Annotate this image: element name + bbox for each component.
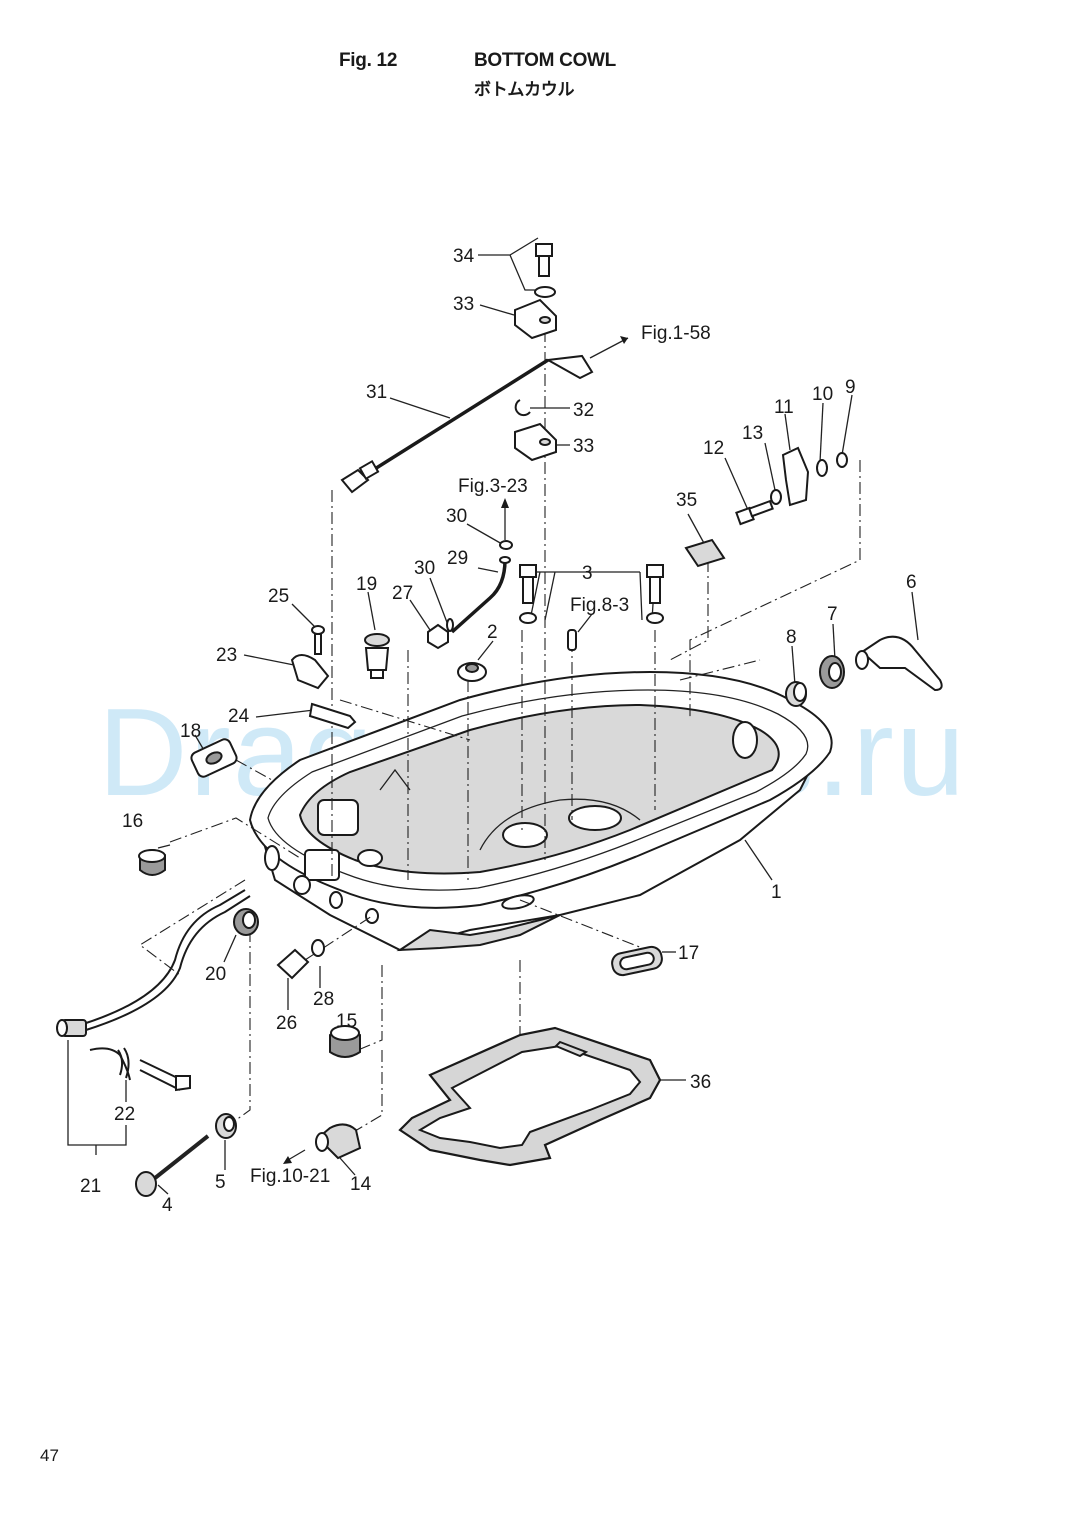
callout-34: 34: [453, 246, 475, 267]
page-title: BOTTOM COWL: [474, 50, 616, 71]
callout-10: 10: [812, 384, 833, 405]
grommet-5: [215, 1113, 237, 1139]
callout-14: 14: [350, 1174, 372, 1195]
callout-21: 21: [80, 1176, 101, 1197]
page-title-japanese: ボトムカウル: [474, 80, 575, 100]
handle-6: [860, 635, 943, 692]
plate-24: [308, 702, 357, 730]
washer-9: [836, 452, 848, 468]
hose-end: [499, 556, 511, 564]
callout-4: 4: [162, 1195, 173, 1216]
pin-4: [135, 1134, 210, 1197]
callout-15: 15: [336, 1011, 357, 1032]
callout-12: 12: [703, 438, 724, 459]
callout-5: 5: [215, 1172, 226, 1193]
callout-7: 7: [827, 604, 838, 625]
clip-30-lower: [446, 618, 454, 632]
clamp-33-lower: [514, 422, 557, 462]
bolt-12: [735, 499, 774, 526]
callout-1: 1: [771, 882, 782, 903]
ref-fig-10-21: Fig.10-21: [250, 1166, 330, 1187]
circlip-32: [514, 399, 531, 417]
callout-30-lower: 30: [414, 558, 435, 579]
clamp-33-upper: [514, 298, 557, 340]
assembly-lines: [139, 330, 861, 1141]
screw-25: [311, 625, 325, 655]
bolt-34: [534, 243, 556, 298]
callout-20: 20: [205, 964, 226, 985]
gasket-36: [398, 1026, 662, 1167]
grommet-20: [233, 908, 259, 936]
ref-fig-3-23: Fig.3-23: [458, 476, 528, 497]
cap-15: [329, 1025, 361, 1058]
rod-31: [340, 354, 594, 494]
page-number: 47: [40, 1446, 59, 1465]
callout-24: 24: [228, 706, 250, 727]
callout-labels: 34 33 31 32 33 Fig.1-58 Fig.3-23 30 29 3…: [80, 246, 917, 1216]
callout-33-upper: 33: [453, 294, 474, 315]
clip-30-upper: [499, 540, 513, 550]
callout-36: 36: [690, 1072, 711, 1093]
washer-10: [816, 459, 828, 477]
collar-8: [785, 681, 807, 707]
callout-2: 2: [487, 622, 498, 643]
callout-30-upper: 30: [446, 506, 467, 527]
washer-28: [311, 939, 325, 957]
cap-16: [138, 849, 166, 876]
ref-fig-1-58: Fig.1-58: [641, 323, 711, 344]
clamp-23: [290, 654, 330, 690]
callout-23: 23: [216, 645, 237, 666]
callout-9: 9: [845, 377, 856, 398]
dowel-pin: [567, 629, 577, 651]
fitting-26: [276, 948, 310, 980]
washer-13: [770, 489, 782, 505]
hose-29: [450, 559, 507, 634]
callout-6: 6: [906, 572, 917, 593]
callout-25: 25: [268, 586, 289, 607]
grommet-14: [315, 1123, 362, 1160]
handle-shaft: [855, 650, 869, 670]
bolt-3-right: [646, 564, 664, 624]
callout-27: 27: [392, 583, 413, 604]
grommet-17: [611, 945, 663, 977]
leader-lines: [67, 237, 919, 1195]
grommet-19: [364, 633, 390, 679]
lanyard-22: [89, 1047, 191, 1092]
callout-16: 16: [122, 811, 143, 832]
grommet-18: [190, 738, 238, 778]
grommet-2: [457, 662, 487, 682]
figure-number: Fig. 12: [339, 50, 398, 71]
callout-19: 19: [356, 574, 377, 595]
callout-31: 31: [366, 382, 387, 403]
callout-26: 26: [276, 1013, 297, 1034]
callout-3: 3: [582, 563, 593, 584]
callout-35: 35: [676, 490, 697, 511]
callout-17: 17: [678, 943, 699, 964]
stop-switch-21: [56, 889, 251, 1037]
callout-28: 28: [313, 989, 334, 1010]
callout-29: 29: [447, 548, 468, 569]
callout-32: 32: [573, 400, 594, 421]
callout-11: 11: [774, 397, 794, 418]
bottom-cowl-body: [248, 670, 833, 952]
lever-11: [781, 446, 810, 507]
bolt-3-left: [519, 564, 537, 624]
callout-13: 13: [742, 423, 763, 444]
callout-8: 8: [786, 627, 797, 648]
bushing-7: [819, 655, 845, 689]
callout-22: 22: [114, 1104, 135, 1125]
label-35: [684, 538, 726, 568]
ref-fig-8-3: Fig.8-3: [570, 595, 629, 616]
nut-27: [427, 623, 449, 650]
callout-18: 18: [180, 721, 201, 742]
callout-33-lower: 33: [573, 436, 594, 457]
